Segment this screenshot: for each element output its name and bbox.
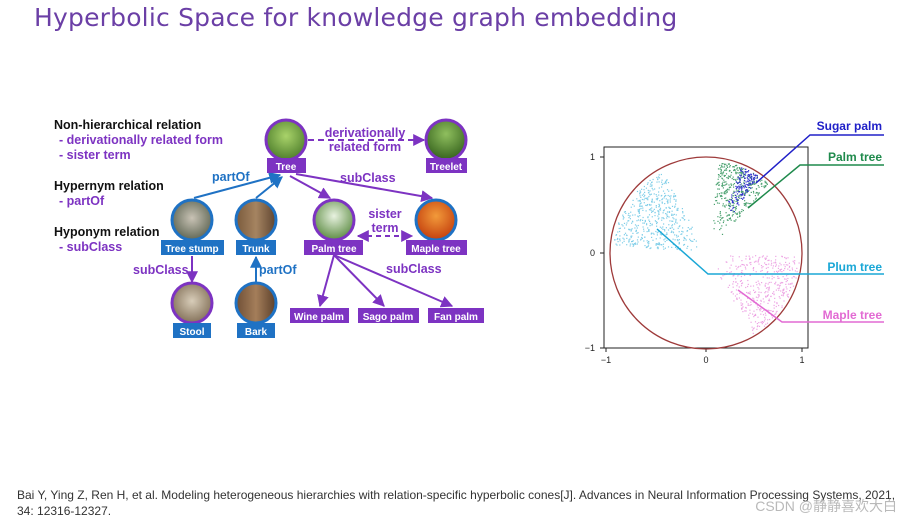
label-plum-tree: Plum tree (827, 260, 882, 274)
svg-text:Stool: Stool (180, 327, 205, 338)
edge-label-term: term (371, 221, 398, 235)
legend-heading-hypernym: Hypernym relation (54, 179, 164, 193)
node-tree: Tree (264, 118, 308, 173)
edge-label-partof-bottom: partOf (259, 263, 297, 277)
y-tick-0: 0 (590, 248, 595, 258)
citation: Bai Y, Ying Z, Ren H, et al. Modeling he… (17, 488, 896, 518)
svg-text:Bark: Bark (245, 327, 268, 338)
x-tick-neg1: −1 (601, 355, 611, 365)
edge-label-subclass-top: subClass (340, 171, 396, 185)
poincare-boundary (609, 156, 803, 350)
edge-tree-palm-subclass (289, 175, 332, 199)
slide-title: Hyperbolic Space for knowledge graph emb… (34, 3, 678, 32)
edge-label-related-form: related form (329, 140, 401, 154)
legend-heading-nonhierarchical: Non-hierarchical relation (54, 118, 202, 132)
node-maple-tree: Maple tree (406, 198, 467, 255)
node-sago-palm: Sago palm (358, 308, 419, 323)
watermark: CSDN @静静喜欢大白 (755, 498, 897, 514)
node-fan-palm: Fan palm (428, 308, 484, 323)
label-sugar-palm: Sugar palm (817, 119, 882, 133)
legend-sub-sister-term: - sister term (59, 148, 131, 162)
edge-label-subclass-left: subClass (133, 263, 189, 277)
node-tree-stump: Tree stump (161, 198, 224, 255)
svg-text:Sago palm: Sago palm (363, 312, 414, 323)
edge-tree-maple-subclass (295, 173, 434, 203)
label-maple-tree: Maple tree (823, 308, 883, 322)
legend-sub-derivationally: - derivationally related form (59, 133, 223, 147)
node-treelet: Treelet (424, 118, 468, 173)
leader-palm-tree (747, 164, 884, 209)
leader-sugar-palm (755, 134, 884, 184)
leader-maple-tree (737, 289, 884, 323)
node-trunk: Trunk (234, 198, 278, 255)
scatter-points (614, 163, 800, 334)
scatter-cone-0 (614, 173, 698, 251)
legend-sub-partof: - partOf (59, 194, 105, 208)
edge-palm-sago (333, 254, 385, 307)
legend-sub-subclass: - subClass (59, 240, 123, 254)
edge-label-derivationally: derivationally (325, 126, 406, 140)
edge-palm-wine (317, 254, 335, 308)
y-tick-1: 1 (590, 152, 595, 162)
leader-plum-tree (656, 228, 884, 275)
edge-label-partof-top: partOf (212, 170, 250, 184)
y-tick-neg1: −1 (585, 343, 595, 353)
svg-text:Treelet: Treelet (430, 162, 463, 173)
svg-text:Trunk: Trunk (242, 244, 270, 255)
edge-palm-fan (333, 254, 454, 308)
label-palm-tree: Palm tree (828, 150, 882, 164)
node-stool: Stool (170, 281, 214, 338)
svg-text:Tree: Tree (276, 162, 297, 173)
graph-edges (186, 134, 454, 308)
node-wine-palm: Wine palm (290, 308, 349, 323)
edge-trunk-partof (255, 176, 283, 199)
scatter-cone-2 (728, 167, 758, 213)
svg-text:Fan palm: Fan palm (434, 312, 478, 323)
x-tick-0: 0 (703, 355, 708, 365)
svg-text:Wine palm: Wine palm (294, 312, 344, 323)
svg-text:Maple tree: Maple tree (411, 244, 461, 255)
edge-tree-stump-partof (193, 171, 282, 199)
svg-text:Palm tree: Palm tree (311, 244, 356, 255)
node-palm-tree: Palm tree (304, 198, 363, 255)
edge-label-subclass-palm: subClass (386, 262, 442, 276)
x-tick-1: 1 (799, 355, 804, 365)
svg-text:Tree stump: Tree stump (165, 244, 218, 255)
edge-label-sister: sister (368, 207, 401, 221)
legend-heading-hyponym: Hyponym relation (54, 225, 160, 239)
node-bark: Bark (234, 281, 278, 338)
